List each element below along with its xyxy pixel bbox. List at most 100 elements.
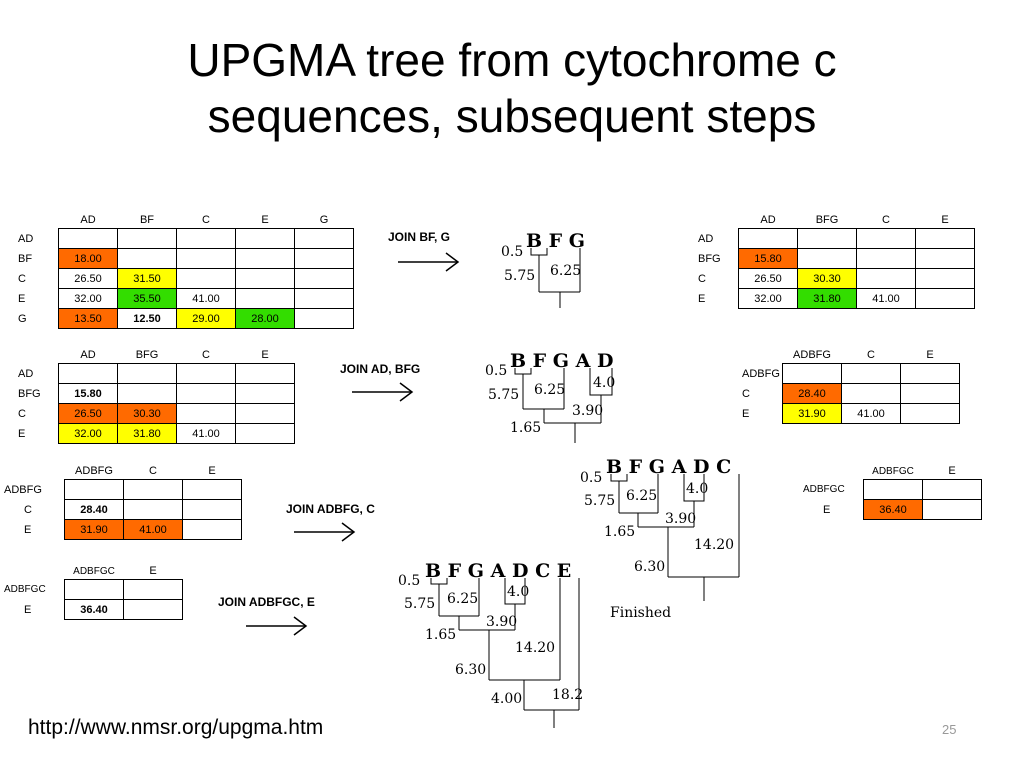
matrix-cell-min: 28.40 xyxy=(64,499,124,520)
tree-leaves: B F G A D C E xyxy=(425,560,571,582)
matrix-cell xyxy=(117,363,177,384)
row-header: AD xyxy=(18,232,34,245)
matrix-cell xyxy=(797,228,857,249)
tree-leaves: B F G A D C xyxy=(606,456,731,478)
branch-length-label: 0.5 xyxy=(485,363,507,379)
row-header: AD xyxy=(18,367,34,380)
matrix-cell: 32.00 xyxy=(58,288,118,309)
matrix-cell xyxy=(841,363,901,384)
col-header: ADBFGC xyxy=(73,565,115,577)
col-header: ADBFG xyxy=(75,465,113,477)
matrix-cell xyxy=(915,268,975,289)
branch-length-label: 5.75 xyxy=(404,596,435,612)
matrix-cell xyxy=(738,228,798,249)
matrix-cell xyxy=(235,383,295,404)
matrix-cell xyxy=(235,248,295,269)
matrix-cell xyxy=(182,519,242,540)
matrix-cell xyxy=(176,228,236,249)
col-header: E xyxy=(941,214,949,226)
matrix-cell: 18.00 xyxy=(58,248,118,269)
matrix-cell: 28.40 xyxy=(782,383,842,404)
matrix-cell: 26.50 xyxy=(58,268,118,289)
col-header: C xyxy=(202,349,210,361)
col-header: ADBFG xyxy=(793,349,831,361)
matrix-cell xyxy=(915,228,975,249)
matrix-cell xyxy=(58,228,118,249)
row-header: G xyxy=(18,312,27,325)
matrix-cell: 26.50 xyxy=(738,268,798,289)
matrix-cell xyxy=(176,363,236,384)
row-header: C xyxy=(742,387,750,400)
matrix-cell: 31.80 xyxy=(117,423,177,444)
matrix-cell xyxy=(235,228,295,249)
col-header: E xyxy=(208,465,216,477)
branch-length-label: 0.5 xyxy=(398,573,420,589)
matrix-cell xyxy=(294,248,354,269)
row-header: AD xyxy=(698,232,714,245)
col-header: C xyxy=(882,214,890,226)
row-header: E xyxy=(698,292,706,305)
col-header: C xyxy=(867,349,875,361)
matrix-cell xyxy=(64,579,124,600)
row-header: BF xyxy=(18,252,33,265)
matrix-cell: 35.50 xyxy=(117,288,177,309)
join-label-adbfg-c: JOIN ADBFG, C xyxy=(286,502,375,516)
matrix-cell xyxy=(856,248,916,269)
matrix-cell: 31.50 xyxy=(117,268,177,289)
tree-step-1: B F G 0.5 5.75 6.25 xyxy=(501,230,585,308)
matrix-cell xyxy=(176,383,236,404)
matrix-cell xyxy=(123,499,183,520)
matrix-cell xyxy=(117,228,177,249)
col-header: BFG xyxy=(135,349,159,361)
matrix-cell xyxy=(841,383,901,404)
arrow-right-icon xyxy=(246,616,308,636)
col-header: C xyxy=(149,465,157,477)
matrix-cell: 41.00 xyxy=(176,288,236,309)
branch-length-label: 5.75 xyxy=(504,268,535,284)
matrix-cell xyxy=(922,479,982,500)
row-header: E xyxy=(24,523,32,536)
branch-length-label: 14.20 xyxy=(694,537,734,553)
branch-length-label: 14.20 xyxy=(515,640,555,656)
distance-matrix-6: ADBFGC E ADBFGC E 36.40 xyxy=(803,463,982,520)
matrix-cell xyxy=(900,403,960,424)
row-header: ADBFG xyxy=(4,483,42,496)
title-line-1: UPGMA tree from cytochrome c xyxy=(187,34,837,86)
row-header: BFG xyxy=(18,387,41,400)
slide-title: UPGMA tree from cytochrome c sequences, … xyxy=(0,32,1024,144)
matrix-cell xyxy=(123,479,183,500)
tree-leaves: B F G A D xyxy=(510,350,613,372)
col-header: E xyxy=(149,565,157,577)
row-header: E xyxy=(742,407,750,420)
slide-number: 25 xyxy=(942,722,957,737)
join-label-adbfgc-e: JOIN ADBFGC, E xyxy=(218,595,315,609)
row-header: ADBFGC xyxy=(4,584,46,595)
row-header: C xyxy=(698,272,706,285)
matrix-cell: 41.00 xyxy=(123,519,183,540)
matrix-cell-min: 15.80 xyxy=(58,383,118,404)
matrix-cell xyxy=(235,288,295,309)
col-header: E xyxy=(261,214,269,226)
tree-final: B F G A D C E 0.5 5.75 6.25 4.0 3.90 1.6… xyxy=(398,560,583,728)
source-url: http://www.nmsr.org/upgma.htm xyxy=(28,716,324,739)
branch-length-label: 1.65 xyxy=(604,524,635,540)
matrix-cell xyxy=(235,268,295,289)
col-header: C xyxy=(202,214,210,226)
branch-length-label: 18.2 xyxy=(552,687,583,703)
branch-length-label: 6.25 xyxy=(534,382,565,398)
col-header: E xyxy=(926,349,934,361)
join-label-ad-bfg: JOIN AD, BFG xyxy=(340,362,421,376)
branch-length-label: 4.00 xyxy=(491,691,522,707)
branch-length-label: 0.5 xyxy=(580,470,602,486)
matrix-cell: 30.30 xyxy=(117,403,177,424)
matrix-cell xyxy=(64,479,124,500)
branch-length-label: 6.25 xyxy=(626,488,657,504)
branch-length-label: 1.65 xyxy=(425,627,456,643)
branch-length-label: 4.0 xyxy=(593,375,615,391)
tree-branches xyxy=(610,474,740,601)
branch-length-label: 5.75 xyxy=(488,387,519,403)
matrix-cell xyxy=(922,499,982,520)
matrix-cell: 31.90 xyxy=(782,403,842,424)
